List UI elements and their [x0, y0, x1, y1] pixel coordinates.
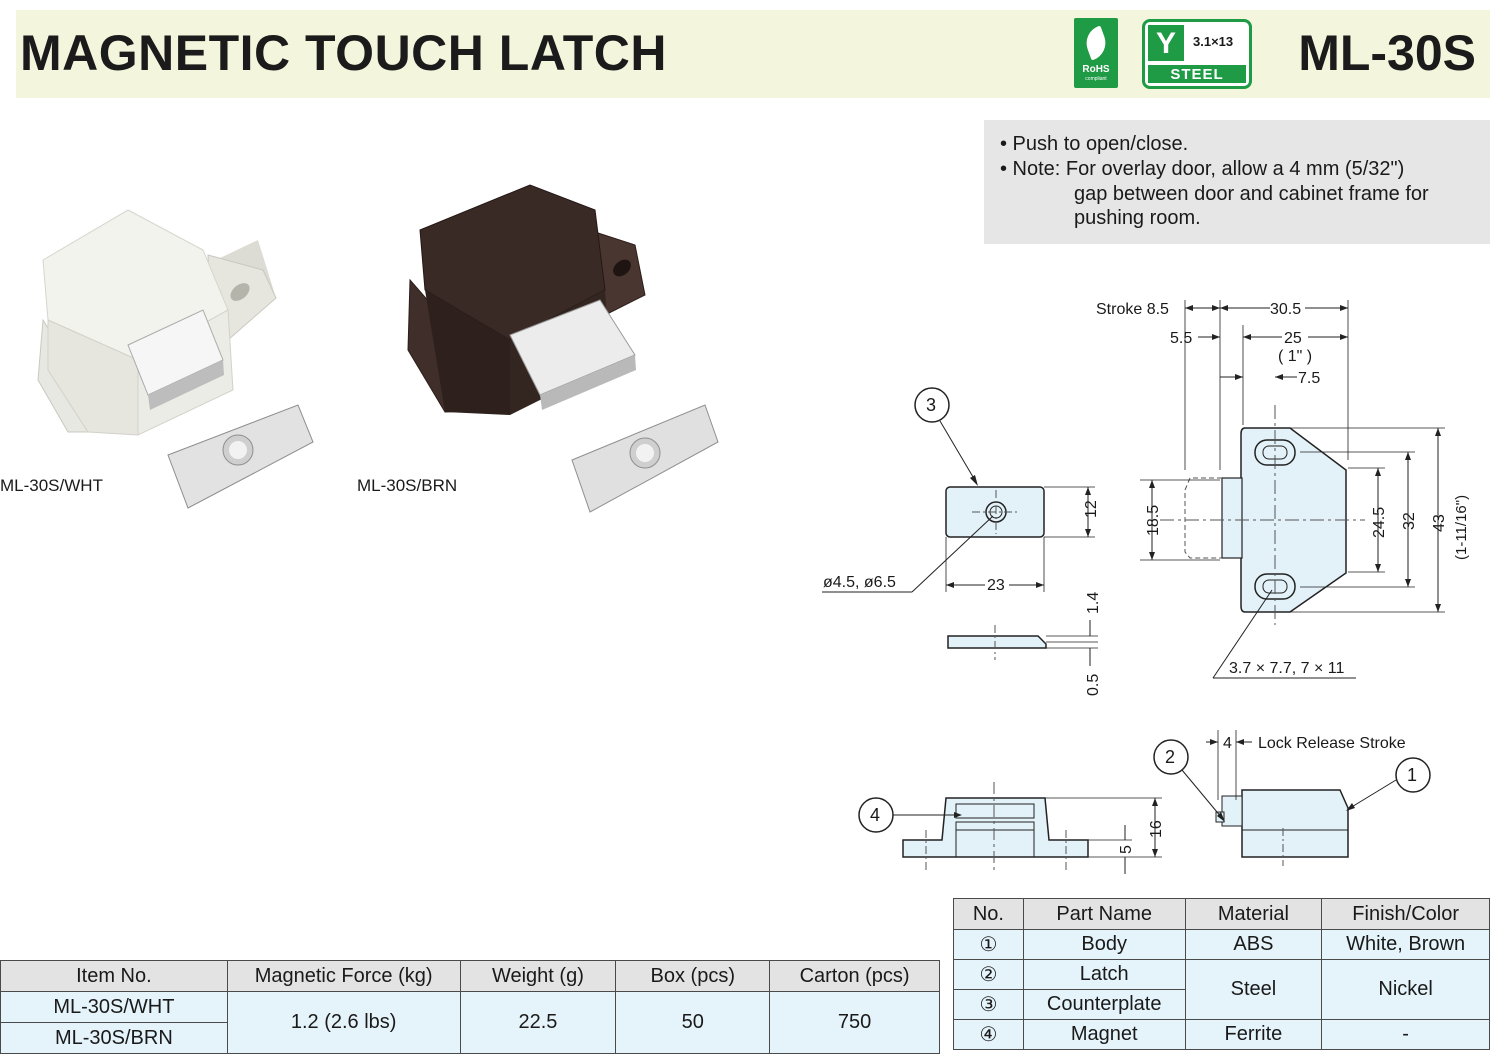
dim-5: 5	[1118, 845, 1135, 854]
note-overlay-cont2: pushing room.	[1074, 207, 1201, 229]
spec-header-box: Box (pcs)	[615, 960, 771, 992]
table-row: ML-30S/WHT 1.2 (2.6 lbs) 22.5 50 750	[0, 991, 940, 1054]
dim-lock-4: 4	[1223, 735, 1232, 752]
dim-1in: ( 1" )	[1278, 348, 1312, 365]
dim-stroke: Stroke 8.5	[1096, 301, 1169, 318]
spec-weight: 22.5	[459, 991, 617, 1054]
technical-drawing: Stroke 8.5 30.5 5.5 25 ( 1" ) 7.5 24.5 3…	[822, 300, 1470, 874]
parts-header-row: No. Part Name Material Finish/Color	[953, 898, 1490, 930]
leaf-icon	[1081, 25, 1111, 61]
part-finish: White, Brown	[1321, 929, 1490, 960]
product-photo-brown	[407, 184, 719, 513]
product-label-brown: ML-30S/BRN	[357, 476, 458, 495]
spec-header-force: Magnetic Force (kg)	[226, 960, 461, 992]
spec-force: 1.2 (2.6 lbs)	[226, 991, 461, 1054]
steel-badge-icon: Y 3.1×13 STEEL	[1142, 19, 1252, 89]
callout-3: 3	[926, 395, 936, 415]
dim-hole: ø4.5, ø6.5	[823, 574, 896, 591]
spec-header-weight: Weight (g)	[459, 960, 617, 992]
parts-header-material: Material	[1184, 898, 1323, 930]
dim-slot: 3.7 × 7.7, 7 × 11	[1229, 660, 1344, 677]
part-name: Body	[1022, 929, 1186, 960]
notes-box: • Push to open/close. • Note: For overla…	[984, 120, 1490, 244]
dim-43: 43	[1431, 514, 1448, 532]
rohs-badge-icon: RoHS compliant	[1074, 18, 1118, 88]
part-no: ④	[953, 1019, 1024, 1050]
dim-30-5: 30.5	[1270, 301, 1301, 318]
note-overlay-cont1: gap between door and cabinet frame for	[1074, 183, 1429, 205]
header-bar: MAGNETIC TOUCH LATCH RoHS compliant Y 3.…	[16, 10, 1490, 98]
dim-1-4: 1.4	[1085, 592, 1102, 614]
part-material: Ferrite	[1184, 1019, 1323, 1050]
dim-23: 23	[987, 577, 1005, 594]
note-push: • Push to open/close.	[1000, 133, 1189, 155]
dim-5-5: 5.5	[1170, 330, 1192, 347]
dim-32: 32	[1401, 512, 1418, 530]
dim-16: 16	[1148, 820, 1165, 838]
spec-header-item: Item No.	[0, 960, 228, 992]
callout-1: 1	[1407, 765, 1417, 785]
part-no: ①	[953, 929, 1024, 960]
dim-12: 12	[1083, 500, 1100, 518]
part-no: ③	[953, 989, 1024, 1020]
part-finish: -	[1321, 1019, 1490, 1050]
steel-label: STEEL	[1148, 65, 1246, 83]
part-name: Counterplate	[1022, 989, 1186, 1020]
callout-2: 2	[1165, 747, 1175, 767]
spec-header-carton: Carton (pcs)	[769, 960, 940, 992]
screw-icon: Y	[1148, 25, 1184, 61]
dim-0-5: 0.5	[1085, 674, 1102, 696]
spec-carton: 750	[769, 991, 940, 1054]
dim-lock-release: Lock Release Stroke	[1258, 735, 1406, 752]
product-label-white: ML-30S/WHT	[0, 476, 103, 495]
callout-4: 4	[870, 805, 880, 825]
note-overlay: • Note: For overlay door, allow a 4 mm (…	[1000, 158, 1405, 180]
dim-7-5: 7.5	[1298, 370, 1320, 387]
dim-18-5: 18.5	[1145, 505, 1162, 536]
rohs-label: RoHS	[1082, 64, 1110, 75]
spec-header-row: Item No. Magnetic Force (kg) Weight (g) …	[0, 960, 940, 992]
dim-43-in: (1-11/16")	[1453, 495, 1470, 560]
table-row: ④ Magnet Ferrite -	[953, 1019, 1490, 1050]
part-name: Latch	[1022, 959, 1186, 990]
parts-header-no: No.	[953, 898, 1024, 930]
dim-25: 25	[1284, 330, 1302, 347]
model-number: ML-30S	[1298, 25, 1476, 81]
spec-item-brn: ML-30S/BRN	[0, 1022, 228, 1054]
part-no: ②	[953, 959, 1024, 990]
part-material: ABS	[1184, 929, 1323, 960]
page-title: MAGNETIC TOUCH LATCH	[20, 25, 667, 81]
table-row: ② Latch Steel Nickel	[953, 959, 1490, 1020]
table-row: ① Body ABS White, Brown	[953, 929, 1490, 960]
product-photo-white	[37, 209, 314, 509]
table-row: ③ Counterplate	[953, 989, 1490, 1020]
part-name: Magnet	[1022, 1019, 1186, 1050]
spec-table: Item No. Magnetic Force (kg) Weight (g) …	[0, 960, 940, 1054]
parts-header-finish: Finish/Color	[1321, 898, 1490, 930]
parts-table: No. Part Name Material Finish/Color ① Bo…	[953, 898, 1490, 1050]
parts-header-name: Part Name	[1022, 898, 1186, 930]
spec-box: 50	[615, 991, 771, 1054]
part-material: Steel	[1184, 959, 1323, 1020]
spec-item-wht: ML-30S/WHT	[0, 991, 228, 1023]
screw-size: 3.1×13	[1193, 34, 1234, 49]
part-finish: Nickel	[1321, 959, 1490, 1020]
dim-24-5: 24.5	[1371, 507, 1388, 538]
rohs-sub-label: compliant	[1085, 76, 1107, 82]
